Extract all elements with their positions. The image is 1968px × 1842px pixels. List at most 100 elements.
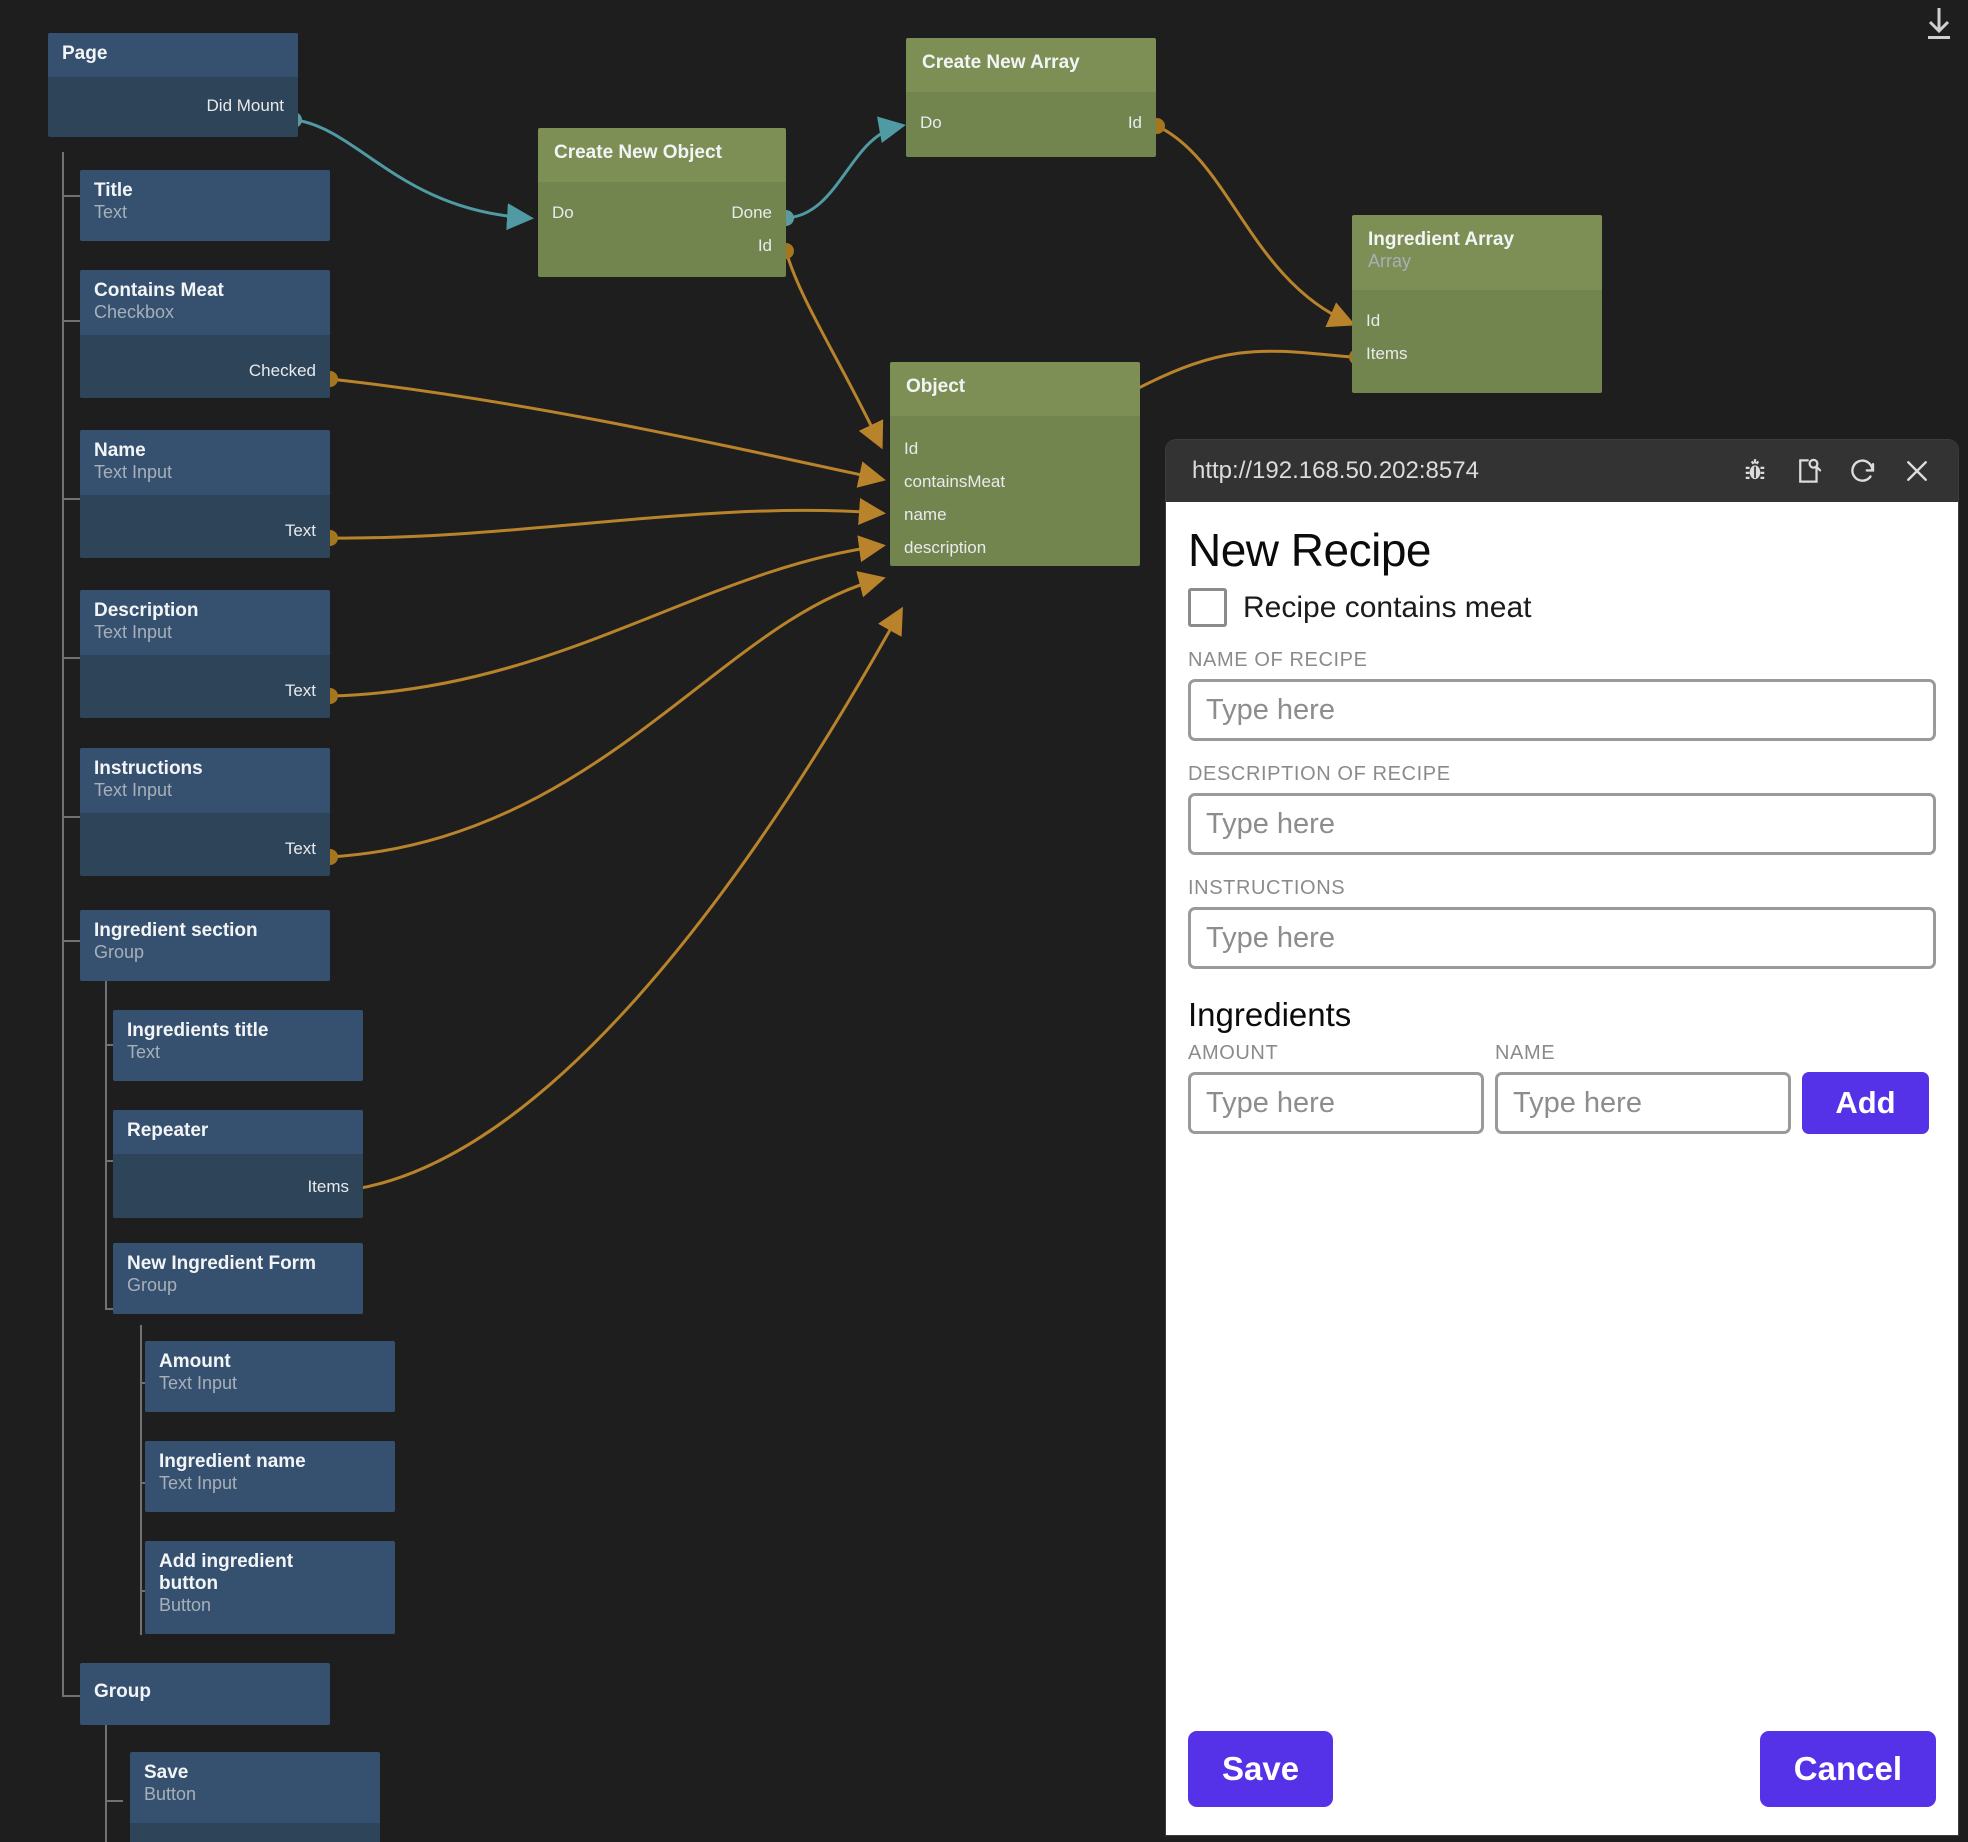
instructions-input-placeholder: Type here [1206,921,1335,954]
port-id[interactable]: Id [1366,311,1381,331]
port-done[interactable]: Done [731,202,772,222]
node-amount-input[interactable]: Amount Text Input [145,1341,395,1413]
node-title: Ingredient name [159,1451,306,1472]
node-name-input[interactable]: Name Text Input Text [80,430,330,559]
node-header: Name Text Input [80,430,330,496]
node-header: New Ingredient Form Group [113,1243,363,1315]
port-description[interactable]: description [904,537,987,557]
amount-label: AMOUNT [1188,1042,1279,1065]
amount-input[interactable]: Type here [1188,1072,1484,1135]
node-header: Add ingredient button Button [145,1541,395,1635]
port-checked[interactable]: Checked [248,361,316,381]
node-subtitle: Text Input [159,1472,238,1493]
port-contains-meat[interactable]: containsMeat [904,471,1006,491]
port-name[interactable]: name [904,504,947,524]
cancel-button[interactable]: Cancel [1759,1731,1936,1807]
node-group[interactable]: Group [80,1663,330,1725]
node-title: Name [94,440,146,461]
contains-meat-row[interactable]: Recipe contains meat [1188,588,1936,628]
ingredient-name-input-placeholder: Type here [1513,1086,1642,1119]
node-header: Save Button [130,1752,380,1824]
ingredient-name-input[interactable]: Type here [1495,1072,1791,1135]
node-header: Title Text [80,170,330,242]
node-object[interactable]: Object Id containsMeat name description … [890,362,1140,566]
tree-guide [62,320,80,322]
name-input-placeholder: Type here [1206,693,1335,726]
download-icon[interactable] [1922,4,1956,44]
tree-guide [62,498,80,500]
node-title: Amount [159,1351,231,1372]
node-body: Do Done Id [538,181,786,277]
description-input-placeholder: Type here [1206,807,1335,840]
name-field-label: NAME OF RECIPE [1188,649,1368,672]
node-title: Description [94,600,199,621]
node-body: Did Mount [48,76,298,137]
node-header: Ingredient Array Array [1352,215,1602,291]
port-text[interactable]: Text [284,681,316,701]
node-title: Save [144,1762,189,1783]
node-subtitle: Text [127,1041,161,1062]
node-create-new-object[interactable]: Create New Object Do Done Id [538,128,786,277]
port-text[interactable]: Text [284,521,316,541]
port-id[interactable]: Id [1127,112,1142,132]
node-title: Ingredient section [94,920,258,941]
instructions-field-label: INSTRUCTIONS [1188,877,1346,900]
url-text[interactable]: http://192.168.50.202:8574 [1192,457,1479,484]
node-ingredient-section[interactable]: Ingredient section Group [80,910,330,982]
port-id[interactable]: Id [904,438,919,458]
description-input[interactable]: Type here [1188,793,1936,856]
close-icon[interactable] [1890,447,1944,495]
node-save-button[interactable]: Save Button [130,1752,380,1842]
browser-toolbar: http://192.168.50.202:8574 [1166,440,1958,502]
preview-browser-window: http://192.168.50.202:8574 [1166,440,1958,1835]
add-ingredient-button[interactable]: Add [1802,1072,1929,1135]
node-title: Create New Array [922,52,1080,73]
node-header: Group [80,1663,330,1725]
debug-bug-icon[interactable] [1728,447,1782,495]
save-button[interactable]: Save [1188,1731,1334,1807]
name-input[interactable]: Type here [1188,679,1936,742]
node-header: Page [48,33,298,77]
node-body: Id Items [1352,290,1602,394]
port-id[interactable]: Id [757,235,772,255]
node-page[interactable]: Page Did Mount [48,33,298,137]
tree-guide [105,1712,107,1842]
reload-icon[interactable] [1836,447,1890,495]
node-ingredients-title[interactable]: Ingredients title Text [113,1010,363,1082]
port-items[interactable]: Items [307,1176,349,1196]
node-body: Items [113,1153,363,1218]
node-subtitle: Checkbox [94,301,175,322]
node-subtitle: Text Input [94,779,173,800]
node-contains-meat[interactable]: Contains Meat Checkbox Checked [80,270,330,399]
amount-input-placeholder: Type here [1206,1086,1335,1119]
node-description-input[interactable]: Description Text Input Text [80,590,330,719]
node-new-ingredient-form[interactable]: New Ingredient Form Group [113,1243,363,1315]
node-title: New Ingredient Form [127,1253,316,1274]
ingredient-entry-row: AMOUNT Type here NAME Type here Add [1188,1034,1936,1135]
form-footer: Save Cancel [1188,1731,1936,1835]
node-body: Text [80,655,330,719]
node-title: Ingredients title [127,1020,269,1041]
tree-guide [105,1800,123,1802]
tree-guide [140,1325,142,1635]
node-title-text[interactable]: Title Text [80,170,330,242]
node-ingredient-name-input[interactable]: Ingredient name Text Input [145,1441,395,1513]
port-text[interactable]: Text [284,839,316,859]
inspect-element-icon[interactable] [1782,447,1836,495]
instructions-input[interactable]: Type here [1188,907,1936,970]
node-title: Object [906,376,966,397]
node-ingredient-array[interactable]: Ingredient Array Array Id Items [1352,215,1602,394]
node-body: Text [80,813,330,877]
port-do[interactable]: Do [552,202,574,222]
node-body: Checked [80,335,330,399]
port-do[interactable]: Do [920,112,942,132]
node-repeater[interactable]: Repeater Items [113,1110,363,1218]
node-create-new-array[interactable]: Create New Array Do Id [906,38,1156,157]
node-add-ingredient-button[interactable]: Add ingredient button Button [145,1541,395,1635]
port-items[interactable]: Items [1366,344,1408,364]
contains-meat-checkbox[interactable] [1188,588,1227,628]
node-instructions-input[interactable]: Instructions Text Input Text [80,748,330,877]
node-body: Id containsMeat name description instruc… [890,415,1140,566]
port-did-mount[interactable]: Did Mount [206,95,284,115]
